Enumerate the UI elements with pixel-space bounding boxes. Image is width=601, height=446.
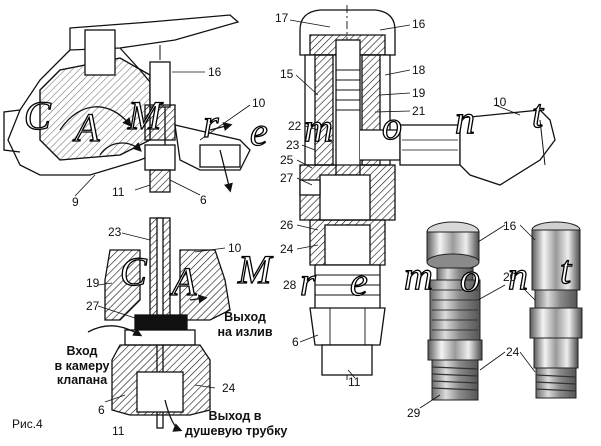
callout-24: 24 <box>280 242 294 256</box>
bottom-left-section-drawing <box>87 217 231 432</box>
callout-20: 20 <box>503 270 517 284</box>
center-valve-section-drawing <box>289 5 556 380</box>
callout-17: 17 <box>275 11 289 25</box>
callout-21: 21 <box>412 104 426 118</box>
callout-22: 22 <box>288 119 302 133</box>
watermark-letter: M <box>237 247 272 292</box>
outlet-to-spout-label: Выход на излив <box>210 311 280 338</box>
watermark-letter: C <box>23 93 51 138</box>
callout-25: 25 <box>280 153 294 167</box>
callout-11: 11 <box>348 375 361 389</box>
watermark-letter: t <box>559 247 572 292</box>
callout-10: 10 <box>252 96 266 110</box>
watermark-letter: m <box>403 253 433 298</box>
outlet-to-shower-label: Выход в душевую трубку <box>185 409 288 438</box>
watermark-letter: n <box>507 253 528 298</box>
callout-18: 18 <box>412 63 426 77</box>
callout-15: 15 <box>280 67 294 81</box>
top-left-mixer-drawing <box>3 14 251 197</box>
watermark-letter: m <box>303 105 333 150</box>
inlet-to-chamber-label: Вход в камеру клапана <box>46 345 118 387</box>
callout-11: 11 <box>112 424 125 438</box>
figure-caption: Рис.4 <box>12 417 43 431</box>
watermark-letter: n <box>454 97 475 142</box>
callout-29: 29 <box>407 406 421 420</box>
outlet-to-spout-line1: Выход <box>224 310 266 324</box>
callout-23: 23 <box>286 138 300 152</box>
callout-27: 27 <box>280 171 294 185</box>
callout-19: 19 <box>86 276 100 290</box>
watermark-letter: C <box>119 249 147 294</box>
callout-26: 26 <box>280 218 294 232</box>
callout-9: 9 <box>72 195 79 209</box>
callout-10: 10 <box>228 241 242 255</box>
watermark-letter: e <box>349 259 368 304</box>
watermark-letter: M <box>127 93 162 138</box>
callout-24: 24 <box>506 345 520 359</box>
callout-16: 16 <box>208 65 222 79</box>
inlet-line2: в камеру <box>54 358 110 373</box>
photo-valve-parts <box>419 221 583 409</box>
inlet-line3: клапана <box>56 373 108 387</box>
callout-16: 16 <box>412 17 426 31</box>
watermark-letter: r <box>299 259 316 304</box>
watermark-letter: o <box>459 255 480 300</box>
callout-24: 24 <box>222 381 236 395</box>
watermark-letter: A <box>171 259 197 304</box>
callout-23: 23 <box>108 225 122 239</box>
callout-28: 28 <box>283 278 297 292</box>
callout-6: 6 <box>200 193 207 207</box>
outlet-to-spout-line2: на излив <box>217 324 273 339</box>
watermark-letter: r <box>202 101 219 146</box>
watermark-letter: o <box>381 103 402 148</box>
shower-line1: Выход в <box>208 409 262 423</box>
callout-11: 11 <box>112 185 125 199</box>
shower-line2: душевую трубку <box>185 423 288 438</box>
callout-10: 10 <box>493 95 507 109</box>
callout-16: 16 <box>503 219 517 233</box>
callout-6: 6 <box>292 335 299 349</box>
watermark-letter: t <box>531 91 544 136</box>
callout-19: 19 <box>412 86 426 100</box>
watermark-letter: A <box>74 105 100 150</box>
callout-6: 6 <box>98 403 105 417</box>
inlet-line1: Вход <box>66 344 98 358</box>
watermark-letter: e <box>249 109 268 154</box>
callout-27: 27 <box>86 299 100 313</box>
